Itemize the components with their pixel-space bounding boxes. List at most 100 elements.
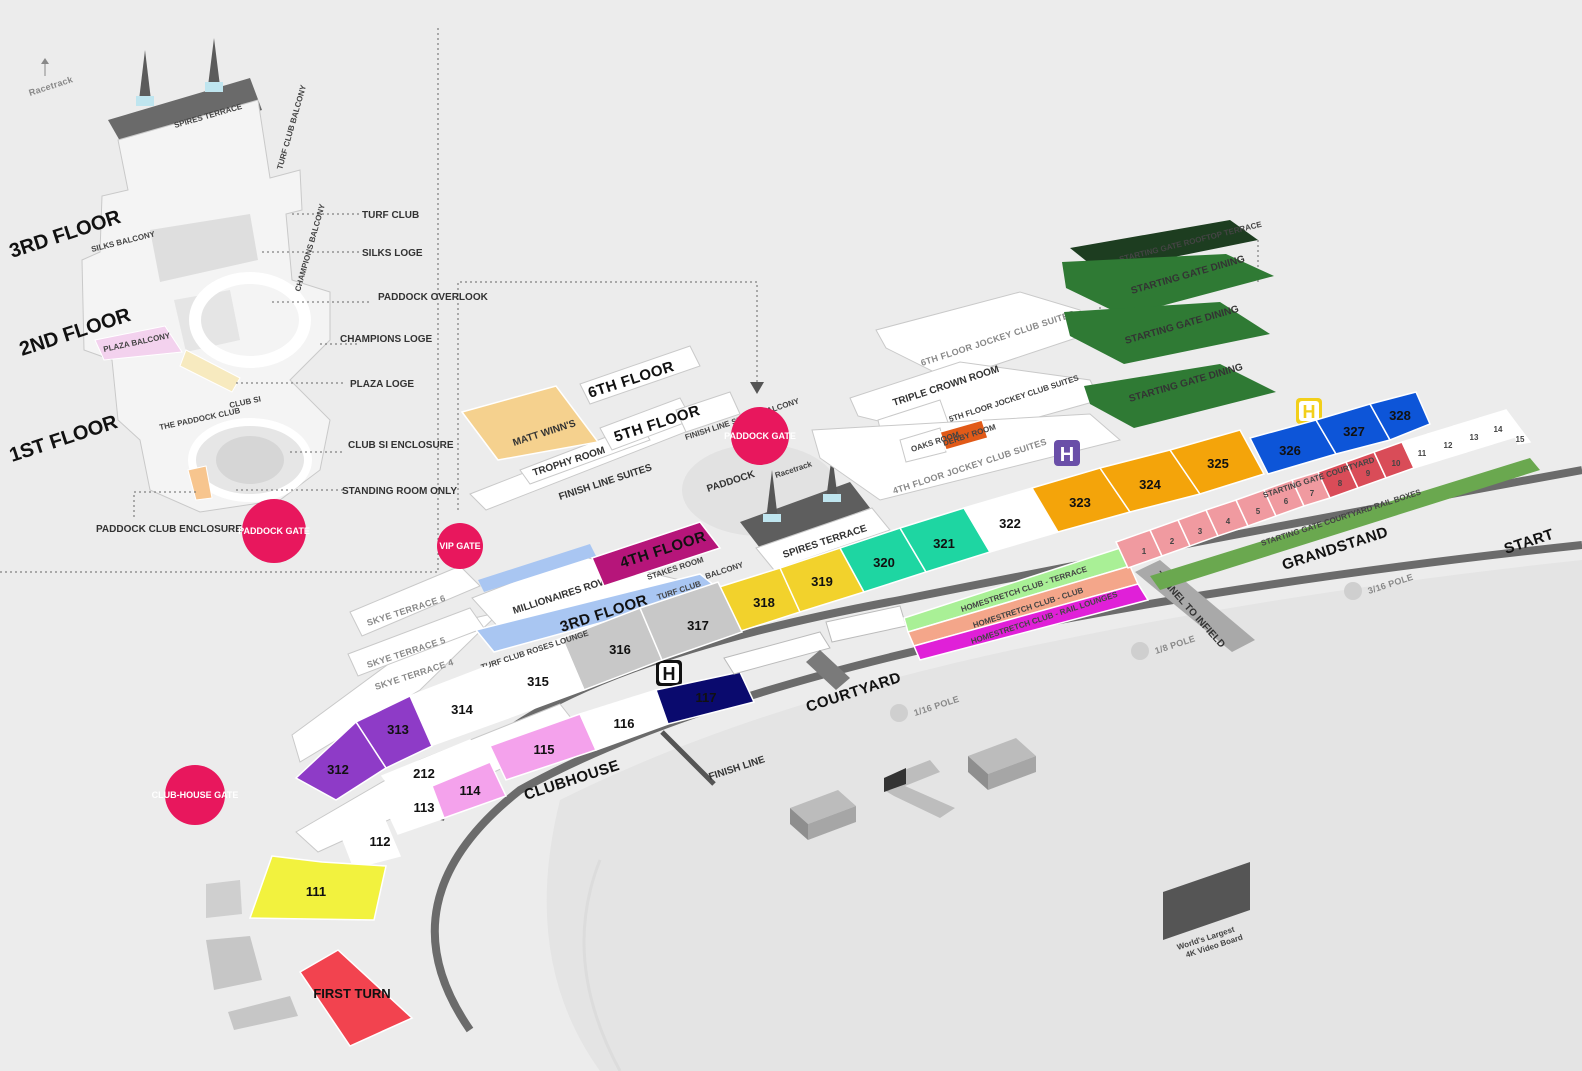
clubhouse-gate-label: CLUB-HOUSE GATE [152, 790, 239, 800]
box-label: 9 [1366, 469, 1371, 478]
box-label: 12 [1444, 441, 1453, 450]
matt-winns[interactable] [460, 385, 600, 461]
pole-8-marker [1131, 642, 1149, 660]
box-label: 15 [1516, 435, 1525, 444]
inset-paddock-club-enclosure: PADDOCK CLUB ENCLOSURE [96, 524, 242, 535]
section-312[interactable] [294, 720, 388, 801]
courtyard-boxes [1114, 409, 1532, 569]
section-312-label: 312 [327, 762, 349, 777]
section-313-label: 313 [387, 722, 409, 737]
inset-paddock-gate-label: PADDOCK GATE [238, 526, 310, 536]
section-111-label: 111 [306, 884, 326, 899]
section-116-label: 116 [614, 716, 635, 731]
clubhouse-gate[interactable]: CLUB-HOUSE GATE [152, 765, 239, 825]
svg-text:H: H [1303, 402, 1316, 422]
section-325[interactable] [1168, 429, 1266, 495]
racetrack-direction: Racetrack [28, 58, 75, 98]
section-212[interactable] [380, 739, 492, 801]
svg-text:H: H [663, 664, 676, 684]
vip-gate[interactable]: VIP GATE [437, 523, 483, 569]
paddock-gate-label: PADDOCK GATE [724, 431, 796, 441]
box-label: 14 [1494, 425, 1503, 434]
inset-paddock-gate[interactable]: PADDOCK GATE [238, 499, 310, 563]
section-112[interactable] [339, 817, 402, 869]
helipad-icon: H [1296, 398, 1322, 424]
box-label: 7 [1310, 489, 1315, 498]
section-316-label: 316 [609, 642, 631, 657]
starting-gate-dining-3[interactable] [1084, 364, 1276, 428]
box-label: 13 [1470, 433, 1479, 442]
inset-legend-silks-loge: SILKS LOGE [362, 248, 423, 259]
spires-building [740, 454, 891, 571]
pole-316-marker [1344, 582, 1362, 600]
box-label: 10 [1392, 459, 1401, 468]
section-114-label: 114 [460, 783, 482, 798]
skye-terrace-6[interactable] [349, 565, 481, 637]
first-turn-label: FIRST TURN [313, 986, 390, 1001]
upper-floors-block [469, 345, 741, 511]
paddock-gate[interactable]: PADDOCK GATE [724, 407, 796, 465]
inset-floor-1: 1ST FLOOR [7, 411, 121, 467]
section-117-label: 117 [696, 690, 717, 705]
box-label: 5 [1256, 507, 1261, 516]
section-114[interactable] [431, 761, 508, 819]
section-317[interactable] [638, 581, 744, 661]
inset-legend-club-si-enclosure: CLUB SI ENCLOSURE [348, 440, 454, 451]
inset-legend-plaza-loge: PLAZA LOGE [350, 379, 414, 390]
inset-legend-standing-room-only: STANDING ROOM ONLY [342, 486, 457, 497]
section-318-label: 318 [753, 595, 775, 610]
section-326-label: 326 [1279, 443, 1301, 458]
inset-champions-balcony: CHAMPIONS BALCONY [293, 202, 327, 292]
section-117[interactable] [655, 671, 756, 725]
starting-gate-dining-2[interactable] [1064, 302, 1270, 364]
section-325-label: 325 [1207, 456, 1229, 471]
inset-turf-club-balcony: TURF CLUB BALCONY [275, 83, 308, 170]
section-324-label: 324 [1139, 477, 1161, 492]
floor4-stakes-room[interactable] [590, 521, 722, 587]
inset-legend-champions-loge: CHAMPIONS LOGE [340, 334, 433, 345]
racetrack-direction-label: Racetrack [28, 74, 75, 98]
first-turn[interactable] [298, 949, 414, 1047]
box-15[interactable] [1505, 409, 1532, 445]
section-115-label: 115 [534, 742, 555, 757]
inset-border [0, 26, 439, 573]
derby-room[interactable] [939, 419, 989, 451]
finish-line-marker [660, 730, 716, 786]
blue-strip-4 [478, 544, 596, 592]
inset-link-arrow [750, 382, 764, 394]
section-328-label: 328 [1389, 408, 1411, 423]
section-314-label: 314 [451, 702, 473, 717]
inset-building [81, 38, 331, 513]
box-label: 11 [1418, 449, 1427, 458]
inset-link-line [457, 281, 758, 510]
section-323-label: 323 [1069, 495, 1091, 510]
section-317-label: 317 [687, 618, 709, 633]
starting-gate-dining-1[interactable] [1062, 254, 1274, 316]
inset-legend-paddock-overlook: PADDOCK OVERLOOK [378, 292, 489, 303]
vip-gate-label: VIP GATE [439, 541, 480, 551]
sg-rail-boxes-band[interactable] [1150, 458, 1540, 590]
plaza-balcony[interactable] [94, 325, 183, 361]
plaza-loge[interactable] [179, 349, 241, 393]
paddock-ring [189, 272, 311, 368]
section-322-label: 322 [999, 516, 1021, 531]
outbuildings [206, 880, 298, 1030]
box-label: 8 [1338, 479, 1343, 488]
helipad-icon: H [656, 660, 682, 686]
box-label: 4 [1226, 517, 1231, 526]
box-label: 3 [1198, 527, 1203, 536]
box-label: 1 [1142, 547, 1147, 556]
box-label: 2 [1170, 537, 1175, 546]
section-328[interactable] [1368, 391, 1431, 441]
section-315-label: 315 [527, 674, 549, 689]
box-label: 6 [1284, 497, 1289, 506]
helipad-icon: H [1054, 440, 1080, 466]
inset-leaders [133, 213, 372, 518]
svg-text:H: H [1060, 444, 1074, 466]
section-111[interactable] [248, 855, 387, 921]
racetrack-inner-rail-2 [582, 859, 622, 1071]
homestretch-rail[interactable] [912, 583, 1150, 661]
section-113-label: 113 [414, 800, 435, 815]
infield [546, 560, 1582, 1071]
